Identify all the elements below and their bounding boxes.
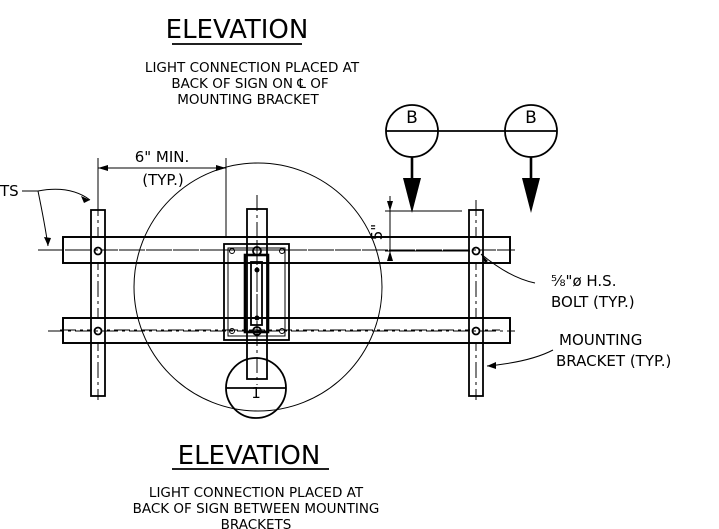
bracket-label-line-1: MOUNTING: [559, 331, 642, 349]
bottom-note-line-1: LIGHT CONNECTION PLACED AT: [149, 485, 364, 501]
bolt-label-line-2: BOLT (TYP.): [551, 293, 635, 311]
left-callout: TS: [0, 182, 91, 247]
bolt-label-line-1: ⅝"ø H.S.: [551, 272, 616, 290]
detail-marker-number: 1: [251, 384, 261, 402]
dim-min-text: 6" MIN.: [135, 148, 190, 166]
detail-marker: 1: [225, 357, 287, 419]
bracket-label-line-2: BRACKET (TYP.): [556, 352, 671, 370]
top-title: ELEVATION: [166, 15, 309, 45]
section-mark-right: B: [504, 104, 558, 213]
top-note-line-1: LIGHT CONNECTION PLACED AT: [145, 60, 360, 76]
dim-5in-text: 5": [368, 224, 386, 240]
bracket-bolts: [93, 246, 481, 336]
bottom-note-line-3: BRACKETS: [221, 517, 292, 529]
bottom-title: ELEVATION: [178, 441, 321, 471]
bottom-note-line-2: BACK OF SIGN BETWEEN MOUNTING: [133, 501, 380, 517]
section-mark-letter-left: B: [406, 108, 418, 128]
bolt-callout: ⅝"ø H.S. BOLT (TYP.): [480, 253, 635, 311]
section-mark-letter-right: B: [525, 108, 537, 128]
right-post: [468, 200, 484, 400]
dimension-5in: 5": [368, 196, 470, 261]
light-connection-plate: [215, 240, 300, 345]
left-post: [90, 200, 106, 400]
dim-typ-text: (TYP.): [142, 171, 184, 189]
section-mark-left: B: [385, 104, 439, 213]
sign-outline: [133, 162, 383, 412]
bracket-callout: MOUNTING BRACKET (TYP.): [486, 331, 671, 370]
left-callout-text: TS: [0, 182, 19, 200]
dimension-6in: 6" MIN. (TYP.): [97, 148, 227, 238]
top-note-line-3: MOUNTING BRACKET: [177, 92, 319, 108]
top-note-line-2: BACK OF SIGN ON ℄ OF: [171, 76, 328, 92]
